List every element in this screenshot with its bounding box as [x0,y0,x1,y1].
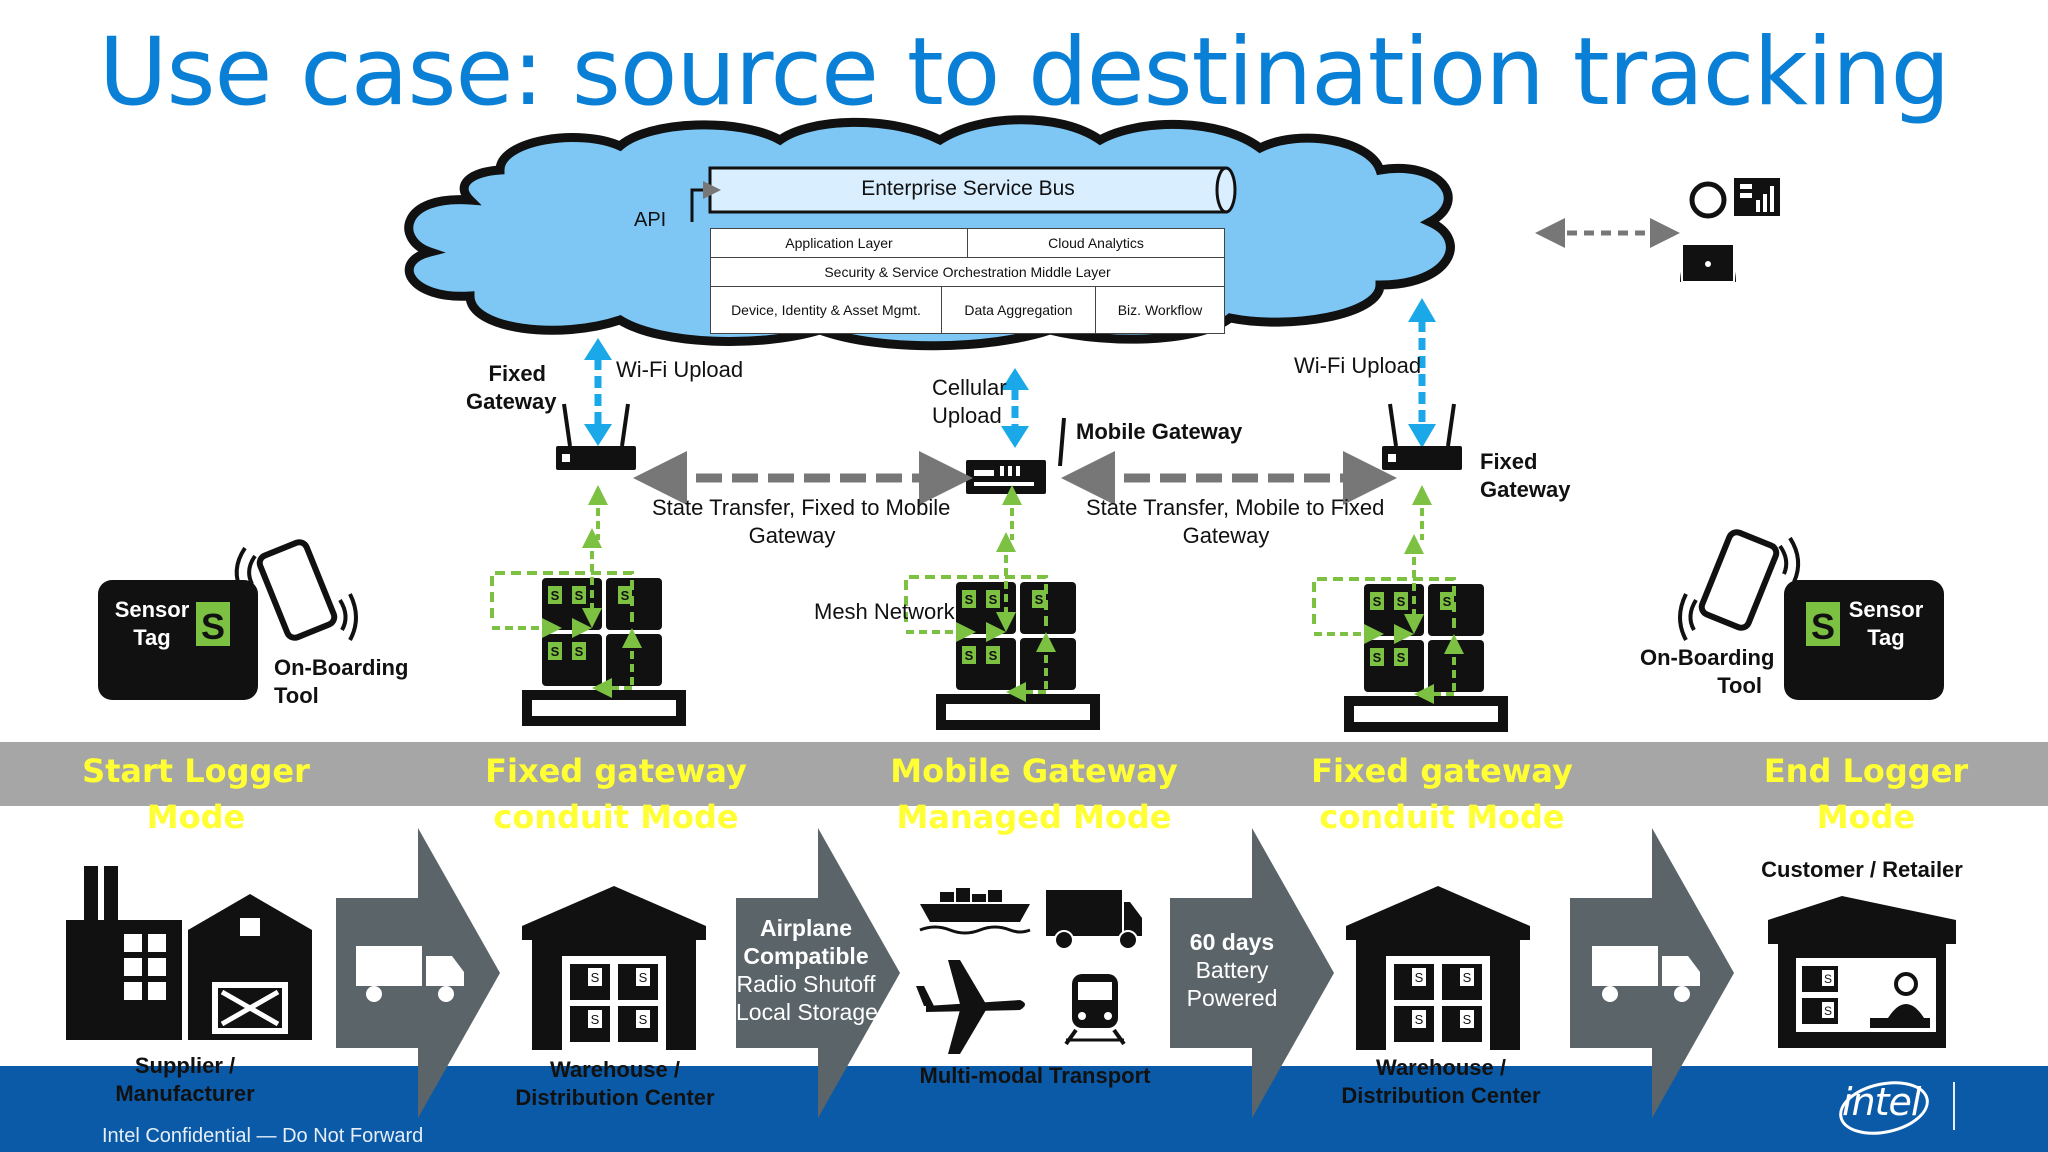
slide-title: Use case: source to destination tracking [98,18,1951,127]
mobile-router-icon [966,417,1066,494]
right-gateway-label: Fixed Gateway [1480,449,1571,502]
pallet-right [1314,544,1508,732]
security-layer: Security & Service Orchestration Middle … [710,257,1225,287]
wifi-upload-left-label: Wi-Fi Upload [616,357,744,382]
mesh-network-label: Mesh Network [814,599,955,624]
application-layer: Application Layer [710,228,968,258]
stage-title-5: End Logger Mode [1763,752,1969,836]
stage-title-1: Start Logger Mode [82,752,310,836]
retail-store-icon: S S [1768,896,1956,1048]
wifi-upload-right-label: Wi-Fi Upload [1294,353,1422,378]
state-transfer-left-label: State Transfer, Fixed to Mobile Gateway [652,495,951,548]
arrow-3-bold: 60 days [1189,929,1275,955]
warehouse-icon-1 [522,886,706,1050]
footer-band [0,1066,2048,1152]
upload-arrows [584,298,1436,448]
factory-icon [66,866,182,1040]
transport-label: Multi-modal Transport [919,1063,1151,1088]
sensor-tag-left-label: Sensor Tag [114,597,190,650]
esb-pipe [708,166,1237,214]
pallet-middle [906,542,1100,730]
warehouse-icon-2 [1346,886,1530,1050]
pallet-left [492,538,686,726]
data-aggregation: Data Aggregation [941,286,1096,334]
esb-label: Enterprise Service Bus [861,177,1075,200]
analyst-icon [1680,178,1780,283]
svg-text:S: S [201,606,225,647]
barn-icon [188,894,312,1040]
arrow-2-bold: Airplane Compatible [743,915,869,969]
confidential-note: Intel Confidential — Do Not Forward [102,1125,424,1147]
warehouse-2-label: Warehouse / Distribution Center [1341,1055,1541,1108]
cloud-analytics: Cloud Analytics [967,228,1225,258]
stage-title-2: Fixed gateway conduit Mode [485,752,747,836]
intel-logo: intel [1842,1080,1921,1124]
truck-icon [1046,890,1142,950]
sensor-tag-right-label: Sensor Tag [1848,597,1924,650]
svg-text:S: S [1824,1004,1832,1018]
sensor-tag-left: S [98,580,258,700]
ship-icon [919,888,1031,935]
state-transfer-right-label: State Transfer, Mobile to Fixed Gateway [1086,495,1385,548]
onboarding-left-label: On-Boarding Tool [274,655,409,708]
stage-title-3: Mobile Gateway Managed Mode [890,752,1178,836]
customer-label: Customer / Retailer [1761,857,1963,882]
arrow-2-normal: Radio Shutoff Local Storage [736,971,878,1025]
api-label: API [634,209,667,231]
svg-text:S: S [1811,606,1835,647]
arrow-3-normal: Battery Powered [1186,957,1278,1011]
stage-band [0,742,2048,806]
mobile-gateway-label: Mobile Gateway [1076,419,1243,444]
warehouse-1-label: Warehouse / Distribution Center [515,1057,715,1110]
phone-icon-left [234,539,358,641]
onboarding-right-label: On-Boarding Tool [1640,645,1775,698]
phone-icon-right [1678,529,1801,641]
airplane-icon [916,960,1025,1054]
arrow-2-text: Airplane Compatible Radio Shutoff Local … [736,914,878,1026]
arrow-3-text: 60 days Battery Powered [1170,928,1294,1012]
svg-text:S: S [1824,972,1832,986]
device-identity-mgmt: Device, Identity & Asset Mgmt. [710,286,942,334]
cellular-upload-label: Cellular Upload [932,375,1007,428]
stage-title-4: Fixed gateway conduit Mode [1311,752,1573,836]
train-icon [1064,974,1126,1046]
left-gateway-label: Fixed Gateway [466,361,557,414]
sensor-tag-right: S [1784,580,1944,700]
biz-workflow: Biz. Workflow [1095,286,1225,334]
supplier-label: Supplier / Manufacturer [115,1053,255,1106]
